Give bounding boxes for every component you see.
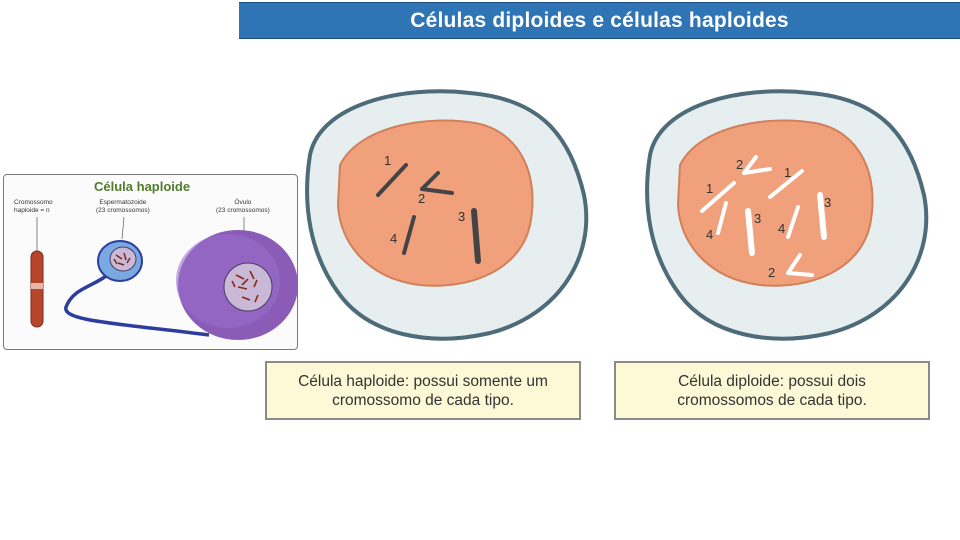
haploid-label-2: 2 bbox=[418, 191, 425, 206]
diploid-caption-line1: Célula diploide: possui dois bbox=[677, 372, 867, 391]
diploid-label-1b: 1 bbox=[706, 181, 713, 196]
haploid-chromosome-3 bbox=[474, 211, 478, 261]
diploid-label-3a: 3 bbox=[754, 211, 761, 226]
haploid-caption: Célula haploide: possui somente um cromo… bbox=[265, 361, 581, 420]
title-bar: Células diploides e células haploides bbox=[239, 2, 960, 39]
diploid-caption: Célula diploide: possui dois cromossomos… bbox=[614, 361, 930, 420]
diploid-label-2a: 2 bbox=[736, 157, 743, 172]
diploid-label-1a: 1 bbox=[784, 165, 791, 180]
haploid-inset: Célula haploide Cromossomo haploide = n … bbox=[3, 174, 298, 350]
page-title: Células diploides e células haploides bbox=[410, 9, 789, 33]
haploid-label-1: 1 bbox=[384, 153, 391, 168]
diploid-label-3b: 3 bbox=[824, 195, 831, 210]
haploid-label-3: 3 bbox=[458, 209, 465, 224]
diploid-label-2b: 2 bbox=[768, 265, 775, 280]
haploid-label-4: 4 bbox=[390, 231, 397, 246]
diploid-nucleus bbox=[678, 120, 873, 285]
haploid-caption-line1: Célula haploide: possui somente um bbox=[298, 372, 548, 391]
diploid-label-4a: 4 bbox=[706, 227, 713, 242]
haploid-caption-line2: cromossomo de cada tipo. bbox=[298, 391, 548, 410]
haploid-nucleus bbox=[338, 120, 533, 285]
diploid-caption-line2: cromossomos de cada tipo. bbox=[677, 391, 867, 410]
sperm-pointer bbox=[122, 217, 124, 239]
diploid-label-4b: 4 bbox=[778, 221, 785, 236]
diploid-chromosome-3a bbox=[748, 211, 752, 253]
diploid-cell: 2 1 1 3 3 4 4 2 bbox=[640, 85, 940, 345]
haploid-cell: 1 2 3 4 bbox=[300, 85, 600, 345]
haploid-chromosome-icon bbox=[31, 251, 43, 327]
ovule-icon bbox=[176, 230, 298, 340]
inset-illustration bbox=[4, 175, 299, 351]
